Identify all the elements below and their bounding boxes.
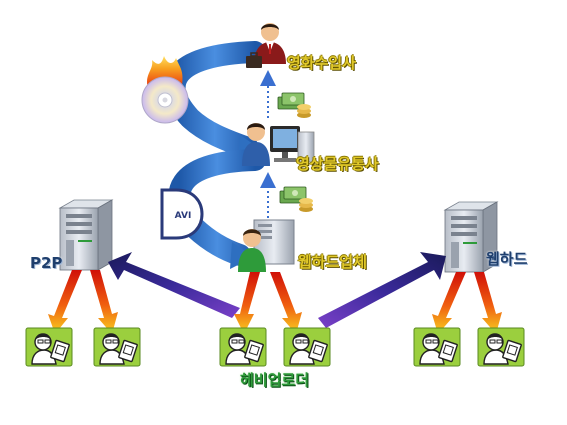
computer-user-icon — [242, 123, 315, 166]
download-arrow — [234, 272, 260, 334]
upload-arrow-to-webhard — [318, 252, 446, 328]
label-distributor: 영상물유통사 — [296, 155, 379, 173]
businessman-icon — [246, 23, 286, 68]
dvd-disc-icon — [141, 56, 189, 124]
user-tiles — [25, 327, 525, 367]
download-arrow — [432, 272, 466, 334]
download-arrow — [474, 272, 502, 334]
downloader-icon — [25, 327, 73, 367]
server-user-icon — [238, 219, 295, 272]
downloader-icon — [413, 327, 461, 367]
label-heavy-uploader: 헤비업로더 — [240, 371, 310, 389]
money-stack-icon — [279, 186, 313, 212]
server-tower-icon — [443, 201, 499, 273]
label-p2p: P2P — [30, 254, 63, 272]
download-arrow — [270, 272, 302, 334]
label-webhard-company: 웹하드업체 — [298, 253, 368, 271]
downloader-icon — [219, 327, 267, 367]
download-arrow — [48, 270, 82, 334]
money-stack-icon — [277, 92, 311, 118]
label-webhard: 웹하드 — [486, 250, 528, 268]
downloader-icon — [283, 327, 331, 367]
upload-arrow-to-p2p — [108, 252, 240, 318]
downloader-icon — [93, 327, 141, 367]
label-importer: 영화수입사 — [287, 54, 357, 72]
download-arrow — [90, 270, 118, 334]
downloader-icon — [477, 327, 525, 367]
server-tower-icon — [58, 199, 114, 271]
svg-text:AVI: AVI — [175, 211, 192, 221]
avi-file-icon: AVI — [160, 188, 204, 240]
